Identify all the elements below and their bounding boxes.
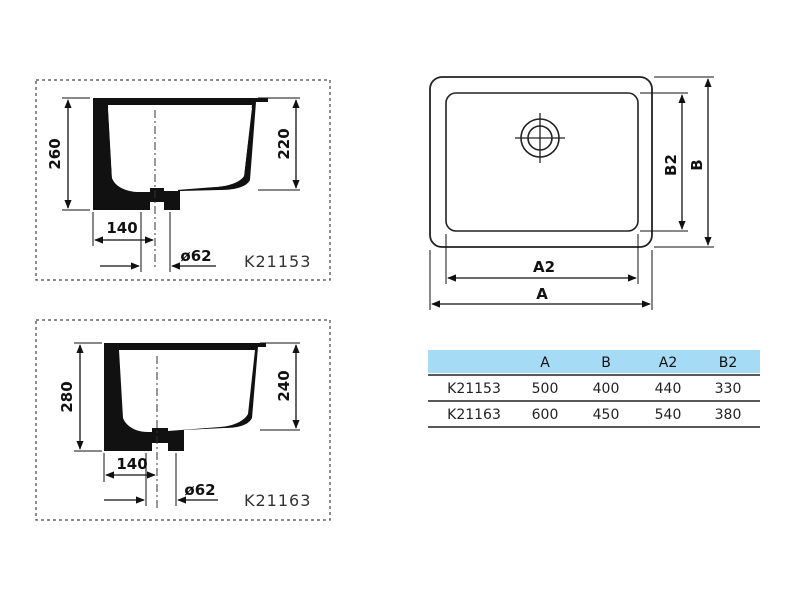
table-header-a2: A2 (659, 355, 677, 371)
dim-height-total: 260 (46, 138, 64, 169)
table-row: K21153 500 400 440 330 (447, 381, 741, 397)
sink-section (93, 98, 268, 210)
sink-inner-bowl (445, 92, 639, 232)
dim-b2-label: B2 (662, 154, 680, 176)
table-cell-b: 400 (593, 381, 620, 397)
dim-drain-offset: 140 (116, 455, 147, 473)
table-cell-model: K21163 (447, 407, 501, 423)
table-header-b: B (601, 355, 611, 371)
dim-height-inner: 240 (275, 370, 293, 401)
dashed-frame (35, 319, 331, 521)
dim-height-total: 280 (58, 381, 76, 412)
section-view-k21163: 280 240 140 ø62 K21163 (35, 319, 331, 521)
dashed-frame (35, 79, 331, 281)
table-cell-a2: 440 (655, 381, 682, 397)
section-view-k21153: 260 220 140 ø62 K21153 (35, 79, 331, 281)
dimensions-table: A B A2 B2 K21153 500 400 440 330 K21163 … (428, 350, 760, 428)
dim-drain-diameter: ø62 (180, 247, 211, 265)
table-header-bar (428, 350, 760, 373)
dim-height-inner: 220 (275, 128, 293, 159)
table-cell-model: K21153 (447, 381, 501, 397)
model-label: K21153 (244, 252, 311, 271)
table-header-b2: B2 (719, 355, 738, 371)
dim-drain-diameter: ø62 (184, 481, 215, 499)
table-row: K21163 600 450 540 380 (447, 407, 741, 423)
model-label: K21163 (244, 491, 311, 510)
table-cell-a: 500 (532, 381, 559, 397)
drain-symbol (515, 113, 565, 163)
dim-a2-label: A2 (533, 258, 555, 276)
dim-b-label: B (688, 159, 706, 170)
dim-drain-offset: 140 (106, 219, 137, 237)
table-cell-a: 600 (532, 407, 559, 423)
table-cell-b2: 380 (715, 407, 742, 423)
plan-view: A2 A B2 B (429, 76, 714, 310)
table-cell-b: 450 (593, 407, 620, 423)
table-header-a: A (540, 355, 550, 371)
table-cell-a2: 540 (655, 407, 682, 423)
dim-a-label: A (536, 285, 548, 303)
table-cell-b2: 330 (715, 381, 742, 397)
